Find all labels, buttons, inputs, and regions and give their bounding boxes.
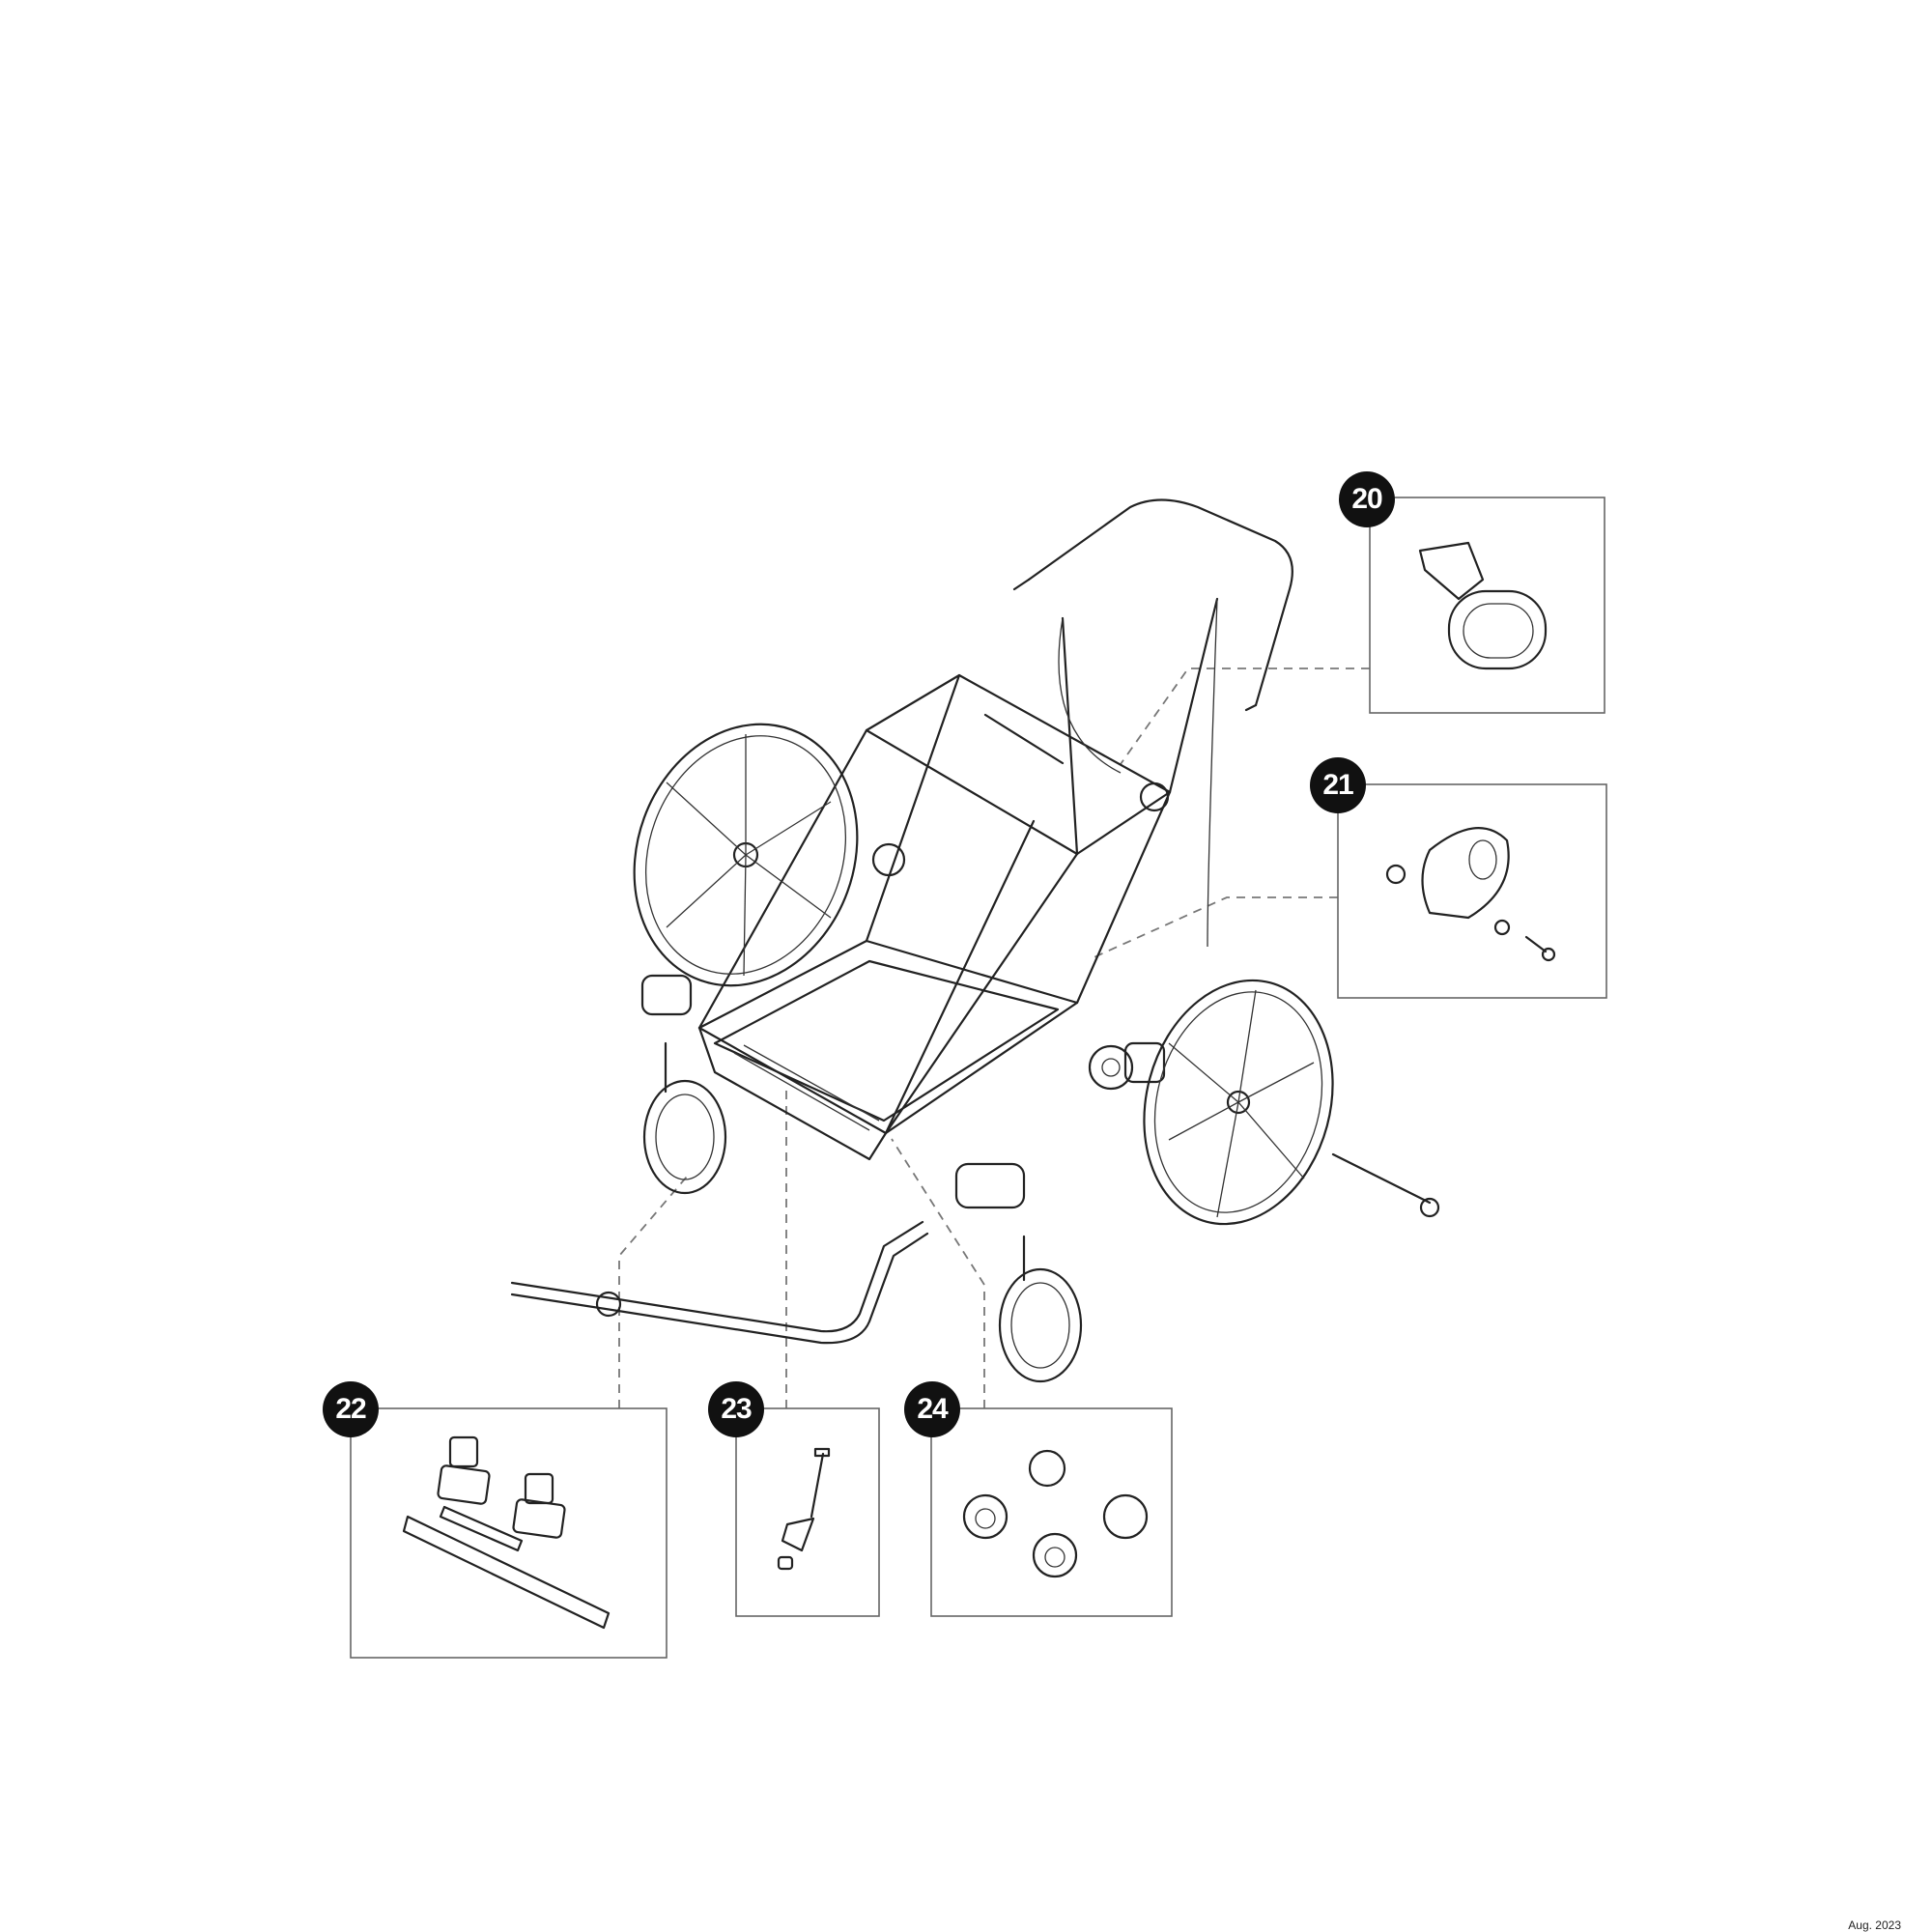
part-box-23 [735,1407,880,1617]
tow-bar [510,1220,929,1345]
stroller-frame [697,498,1293,1161]
front-wheel-left [640,974,727,1195]
part-box-22 [350,1407,668,1659]
revision-date: Aug. 2023 [1848,1918,1901,1932]
part-box-20 [1369,497,1605,714]
rear-wheel-left [633,723,859,987]
front-wheel-right [954,1162,1083,1383]
rear-wheel-right [1143,979,1440,1226]
callout-badge-23: 23 [708,1381,764,1437]
callout-badge-22: 22 [323,1381,379,1437]
callout-badge-21: 21 [1310,757,1366,813]
callout-badge-20: 20 [1339,471,1395,527]
leader-lines [618,668,1370,1408]
part-box-21 [1337,783,1607,999]
part-box-24 [930,1407,1173,1617]
callout-badge-24: 24 [904,1381,960,1437]
